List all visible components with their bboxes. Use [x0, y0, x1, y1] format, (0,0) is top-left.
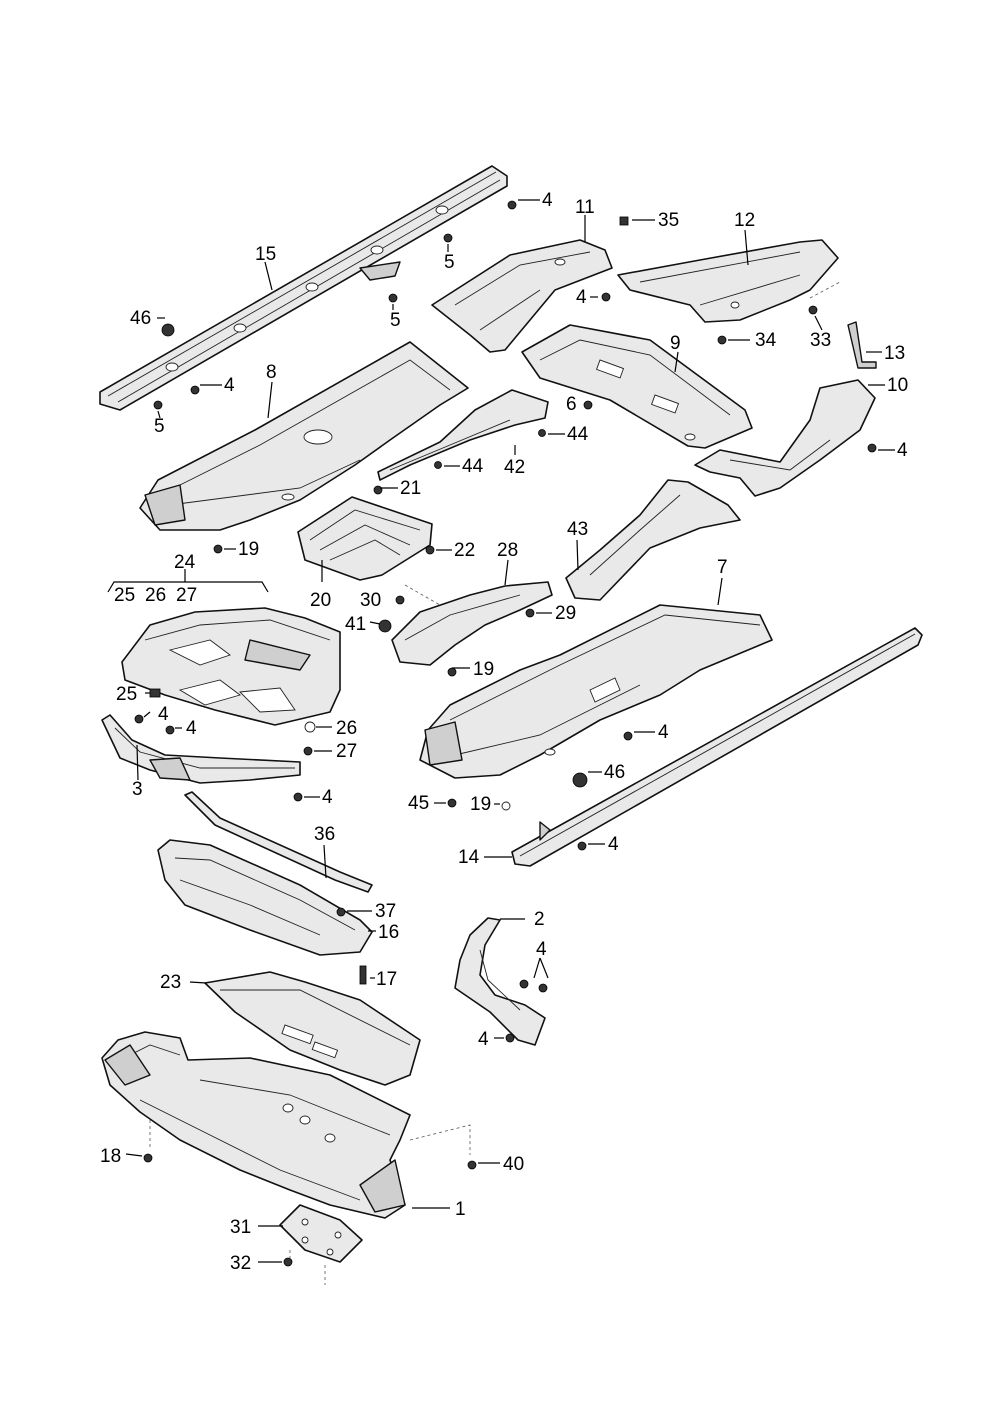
callout-1: 1 [455, 1199, 466, 1220]
part-11-bracket-panel [431, 239, 613, 353]
callout-7: 7 [717, 557, 728, 578]
callout-5-a: 5 [444, 252, 455, 273]
callout-45: 45 [408, 793, 429, 814]
callout-21: 21 [400, 478, 421, 499]
callout-4-d: 4 [897, 440, 908, 461]
callout-35: 35 [658, 210, 679, 231]
callout-12: 12 [734, 210, 755, 231]
callout-4-g: 4 [322, 787, 333, 808]
callout-42: 42 [504, 457, 525, 478]
callout-19-a: 19 [238, 539, 259, 560]
callout-4-e: 4 [158, 704, 169, 725]
callout-16: 16 [378, 922, 399, 943]
part-20-skid-plate [297, 496, 433, 581]
part-14-sill-panel-right [511, 627, 923, 867]
part-43-trim-panel [565, 479, 741, 601]
callout-4-b: 4 [576, 287, 587, 308]
callout-33: 33 [810, 330, 831, 351]
part-42-strip-panel [377, 389, 549, 481]
part-10-rear-side-cover [694, 379, 876, 497]
callout-46-a: 46 [130, 308, 151, 329]
callout-30: 30 [360, 590, 381, 611]
callout-10: 10 [887, 375, 908, 396]
callout-3: 3 [132, 779, 143, 800]
callout-25: 25 [116, 684, 137, 705]
part-24-front-underbody-panel [121, 607, 341, 726]
callout-40: 40 [503, 1154, 524, 1175]
callout-44-b: 44 [462, 456, 484, 477]
callout-24: 24 [174, 552, 196, 573]
callout-labels: 4 11 35 12 15 5 5 46 4 34 33 13 9 8 4 5 … [100, 190, 908, 1274]
part-13-bracket [847, 321, 877, 369]
callout-23: 23 [160, 972, 181, 993]
callout-2: 2 [534, 909, 545, 930]
part-12-rear-crossmember-cover [617, 239, 839, 323]
part-15-sill-panel-left [99, 165, 508, 411]
callout-19-c: 19 [470, 794, 491, 815]
callout-31: 31 [230, 1217, 251, 1238]
callout-27-top: 27 [176, 585, 197, 606]
callout-34: 34 [755, 330, 777, 351]
callout-22: 22 [454, 540, 475, 561]
callout-4-j: 4 [536, 939, 547, 960]
fasteners [134, 200, 877, 1267]
callout-19-b: 19 [473, 659, 494, 680]
callout-17: 17 [376, 969, 397, 990]
callout-46-b: 46 [604, 762, 625, 783]
callout-32: 32 [230, 1253, 251, 1274]
callout-4-f: 4 [186, 718, 197, 739]
callout-4-h: 4 [658, 722, 669, 743]
callout-9: 9 [670, 333, 681, 354]
callout-26: 26 [336, 718, 357, 739]
callout-4-a: 4 [542, 190, 553, 211]
callout-4-i: 4 [608, 834, 619, 855]
callout-4-k: 4 [478, 1029, 489, 1050]
callout-5-b: 5 [390, 310, 401, 331]
part-3-front-bumper-cover-strip [101, 714, 301, 784]
callout-29: 29 [555, 603, 576, 624]
callout-4-c: 4 [224, 375, 235, 396]
part-31-cover-plate [279, 1204, 363, 1263]
reference-lines [149, 281, 841, 1285]
part-28-cover-panel [391, 581, 553, 666]
callout-13: 13 [884, 343, 905, 364]
part-9-center-underbody-panel [521, 324, 753, 449]
part-7-right-underbody-panel [419, 604, 773, 779]
callout-44-a: 44 [567, 424, 589, 445]
part-23-center-trim-panel [204, 971, 421, 1086]
callout-37: 37 [375, 901, 396, 922]
callout-36: 36 [314, 824, 335, 845]
callout-26-top: 26 [145, 585, 166, 606]
part-16-front-trim-panel [157, 839, 373, 956]
part-1-main-front-underbody-panel [101, 1031, 411, 1219]
part-2-wheel-arch-liner-small [454, 917, 546, 1046]
callout-20: 20 [310, 590, 331, 611]
callout-28: 28 [497, 540, 518, 561]
leader-lines [107, 199, 895, 1263]
callout-5-c: 5 [154, 416, 165, 437]
callout-15: 15 [255, 244, 276, 265]
callout-27: 27 [336, 741, 357, 762]
callout-14: 14 [458, 847, 480, 868]
callout-18: 18 [100, 1146, 121, 1167]
callout-43: 43 [567, 519, 588, 540]
callout-8: 8 [266, 362, 277, 383]
callout-25-top: 25 [114, 585, 135, 606]
callout-11: 11 [575, 197, 595, 218]
part-8-left-underbody-panel [139, 341, 469, 531]
callout-41: 41 [345, 614, 366, 635]
callout-6: 6 [566, 394, 577, 415]
